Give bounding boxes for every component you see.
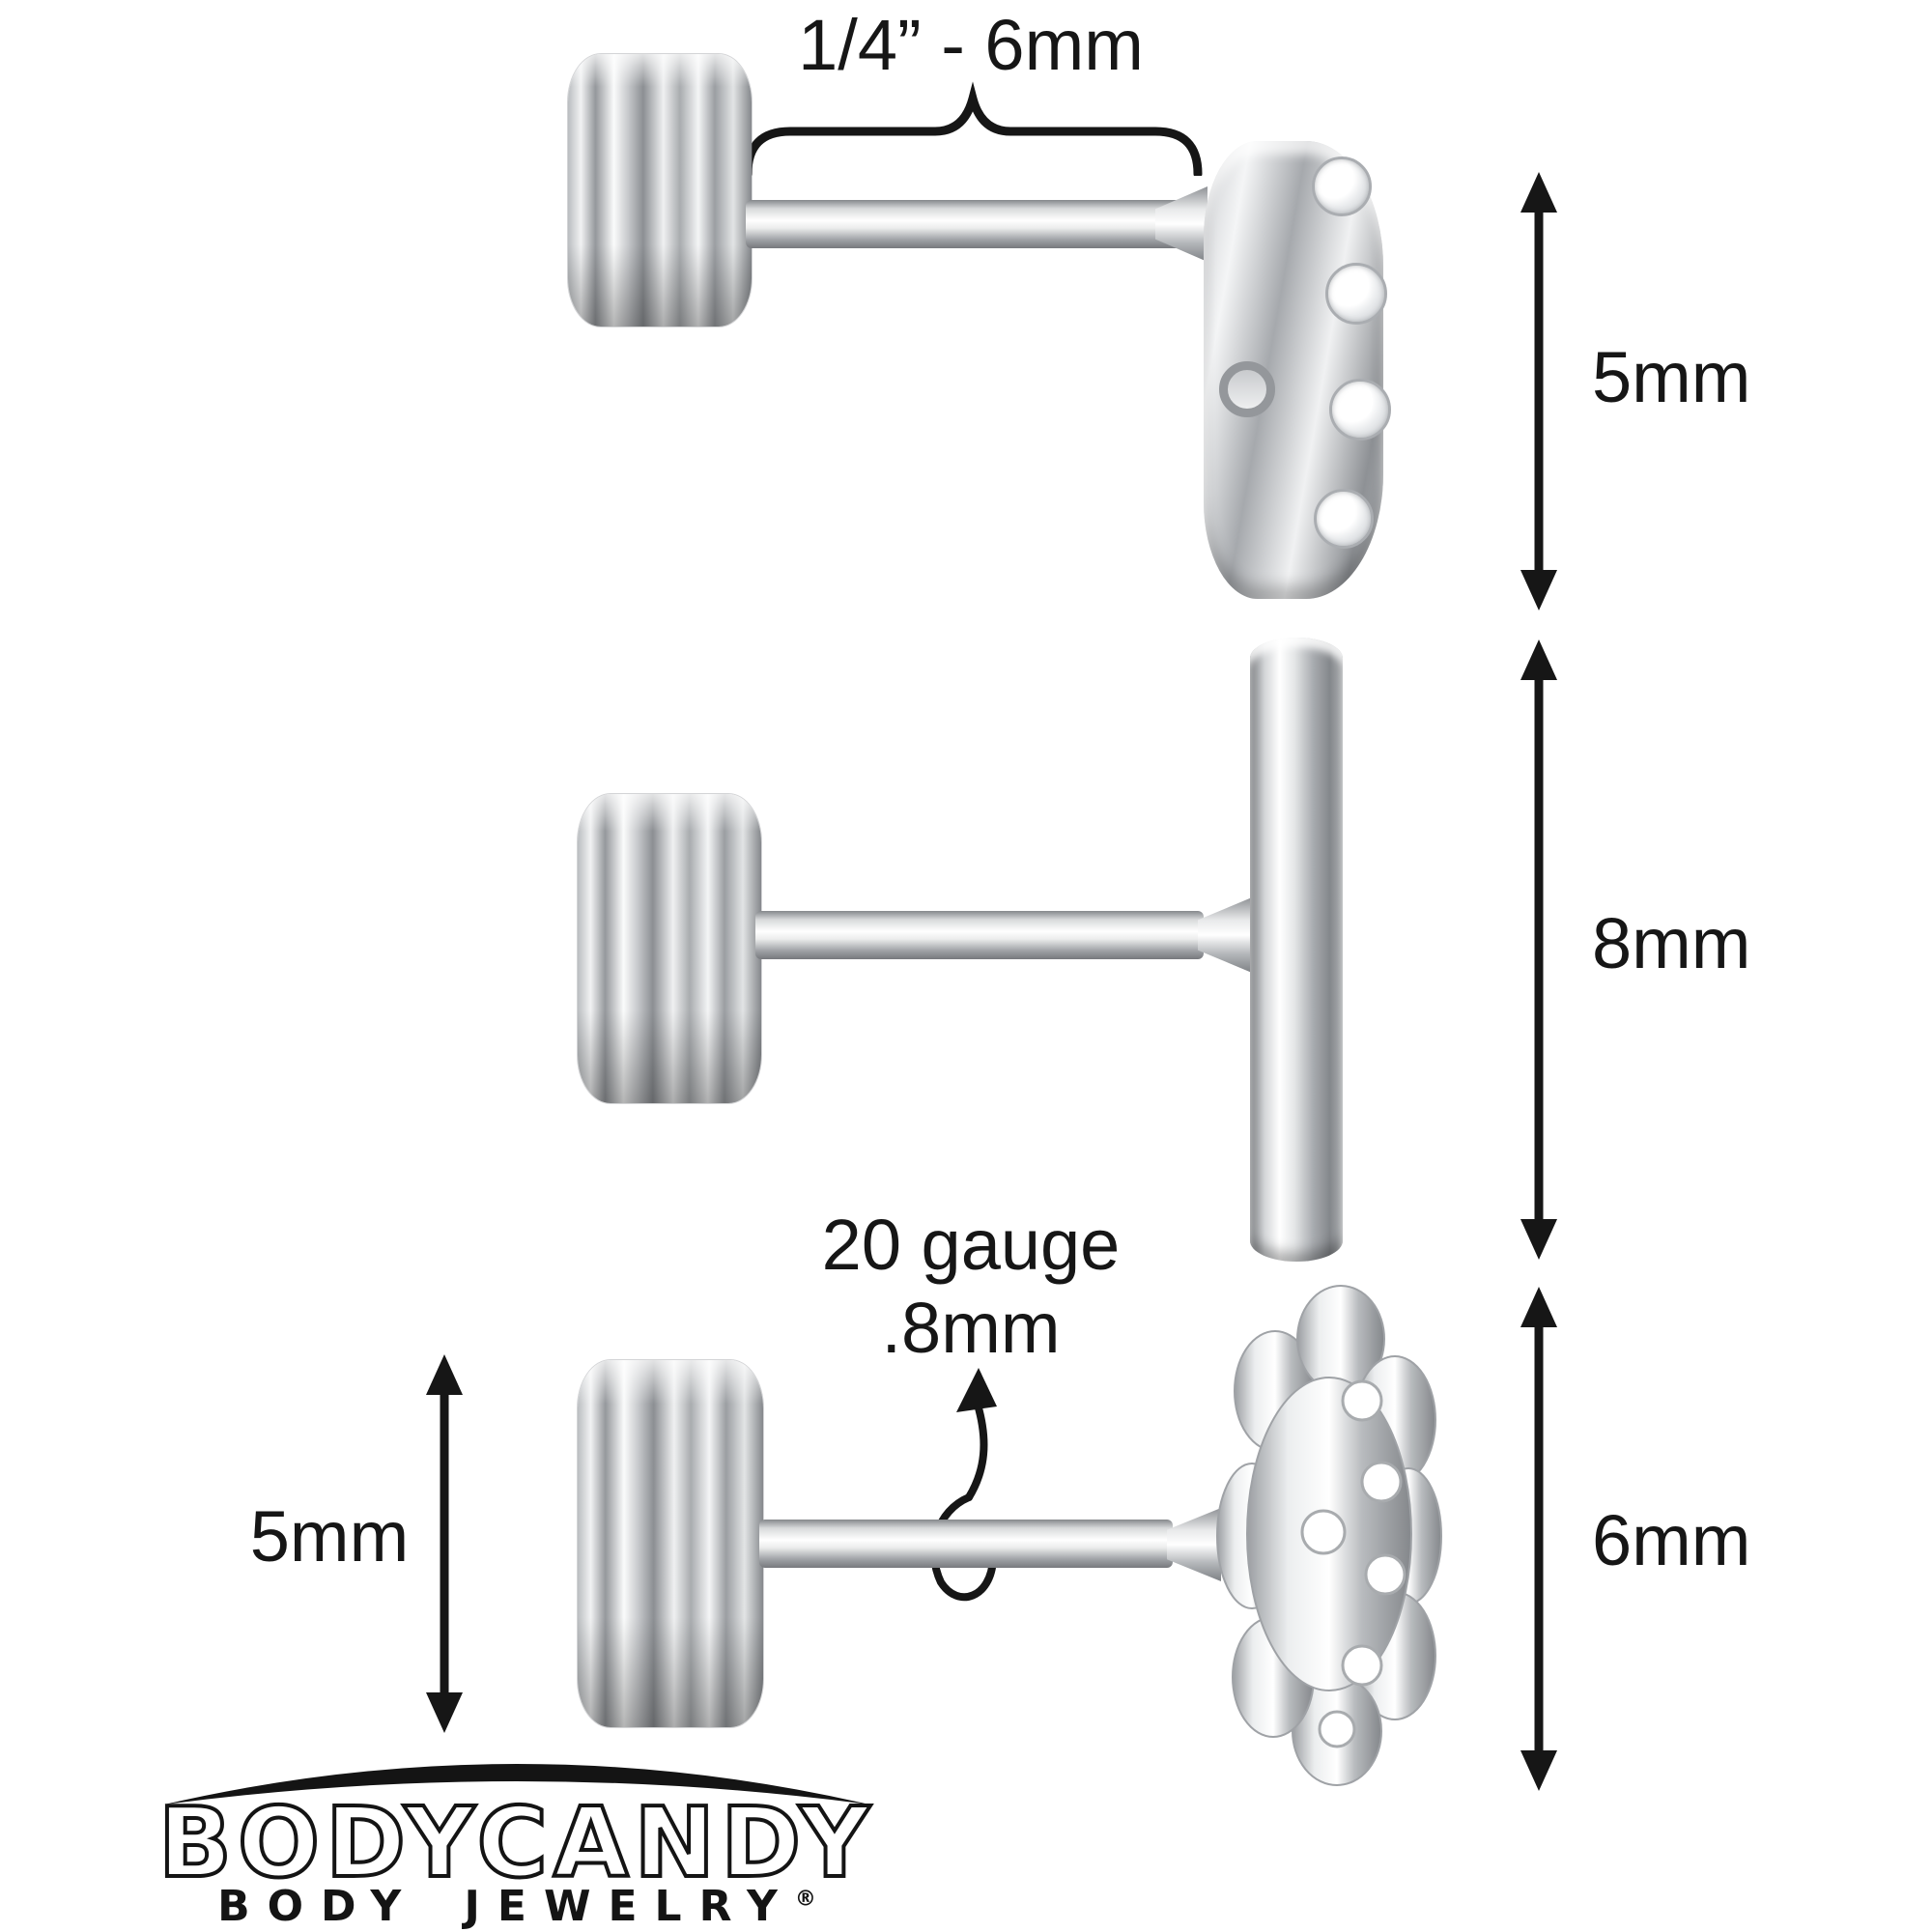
curly-brace-icon: [743, 81, 1203, 176]
gem-icon: [1329, 379, 1391, 440]
barbell-length-label: 1/4” - 6mm: [798, 5, 1144, 85]
middle-earring-barbell-flare: [1198, 897, 1252, 973]
top-earring-barbell: [746, 200, 1208, 248]
top-charm-height-label: 5mm: [1592, 337, 1751, 417]
vertical-double-arrow-icon: [1520, 172, 1557, 611]
logo-arc-icon: [164, 1764, 869, 1804]
bottom-charm-height-label: 6mm: [1592, 1500, 1751, 1580]
gauge-pointer-arrow-icon: [930, 1368, 997, 1602]
bottom-earring-ribbed-disc: [578, 1360, 763, 1727]
middle-earring-barbell: [755, 911, 1204, 959]
gauge-label-line1: 20 gauge: [821, 1205, 1121, 1285]
bottom-earring-barbell-flare: [1167, 1508, 1221, 1581]
charm-hole: [1219, 361, 1275, 417]
brand-tagline: BODY JEWELRY®: [145, 1886, 889, 1928]
vertical-double-arrow-icon: [1520, 1287, 1557, 1791]
top-earring-ribbed-disc: [568, 54, 752, 327]
middle-earring-bar-charm: [1250, 638, 1343, 1262]
middle-earring-ribbed-disc: [578, 794, 761, 1103]
vertical-double-arrow-icon: [1520, 639, 1557, 1260]
gauge-label-line2: .8mm: [881, 1288, 1061, 1368]
brand-wordmark: BODYCANDY: [156, 1786, 876, 1899]
bottom-disc-height-label: 5mm: [249, 1496, 410, 1577]
bottom-earring-barbell: [759, 1520, 1173, 1568]
gem-icon: [1312, 156, 1372, 216]
top-earring-barbell-flare: [1155, 186, 1208, 262]
tagline-text: BODY JEWELRY: [217, 1882, 795, 1931]
gem-icon: [1314, 489, 1374, 549]
bottom-earring-flower-charm: [1216, 1285, 1442, 1786]
top-earring-charm: [1204, 141, 1391, 599]
gem-icon: [1325, 263, 1387, 325]
vertical-double-arrow-icon: [426, 1354, 463, 1733]
middle-bar-height-label: 8mm: [1592, 903, 1751, 983]
registered-mark: ®: [794, 1887, 816, 1912]
